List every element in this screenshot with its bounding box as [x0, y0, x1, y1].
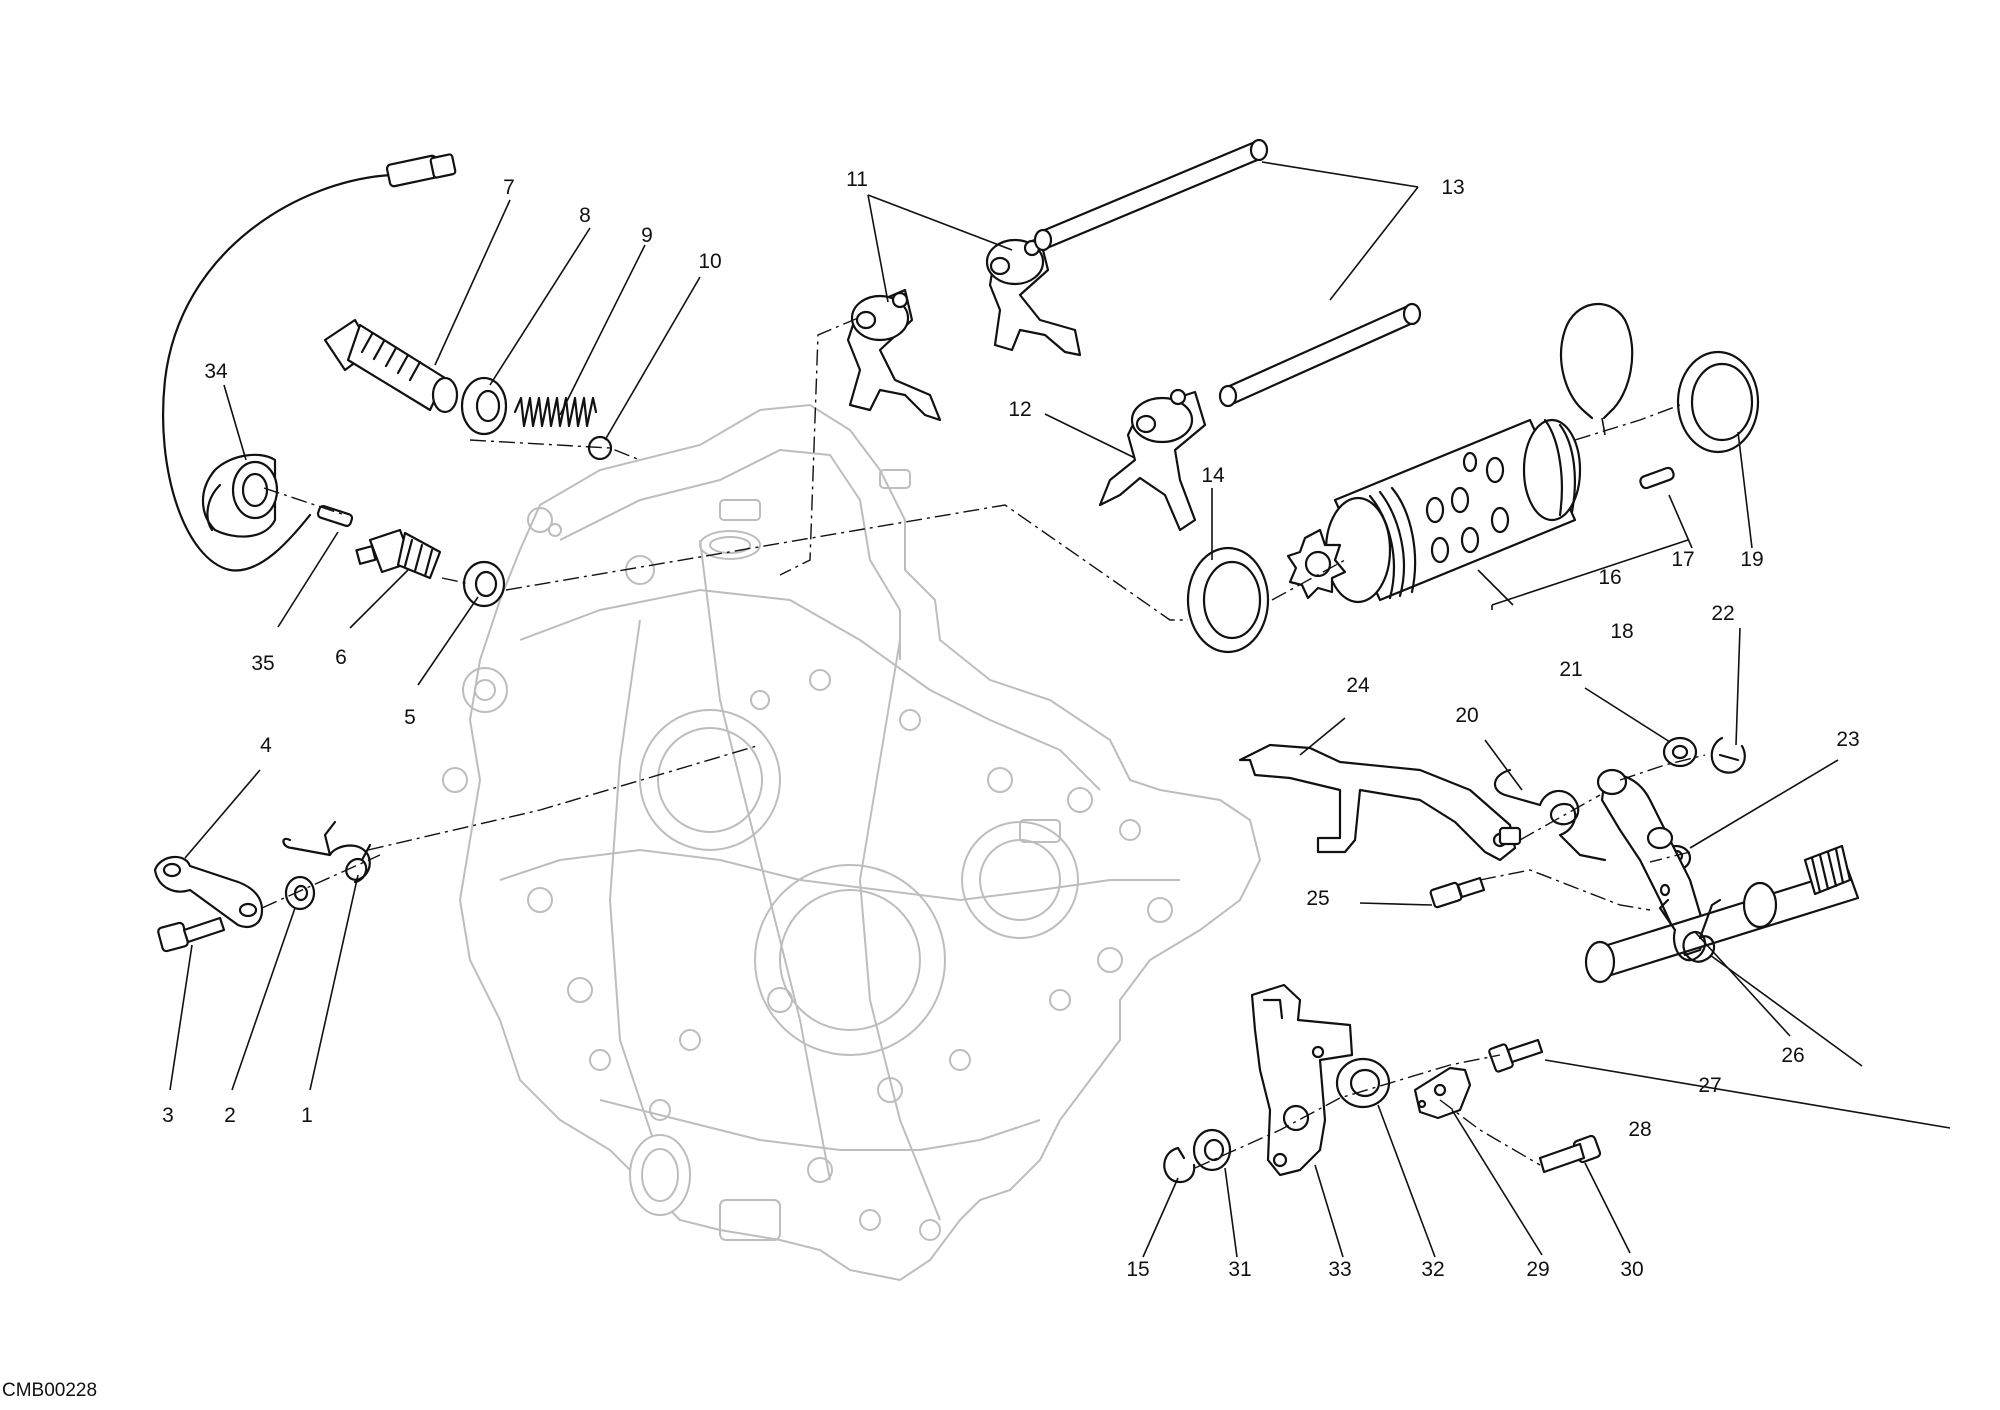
shift-fork-12: [1098, 388, 1207, 532]
callout-9: 9: [641, 224, 653, 247]
circlip-16: [1560, 302, 1634, 420]
callout-3: 3: [162, 1104, 174, 1127]
callout-28: 28: [1628, 1118, 1651, 1141]
callout-27: 27: [1698, 1074, 1721, 1097]
callout-23: 23: [1836, 728, 1859, 751]
fork-shafts-13: [1033, 138, 1422, 408]
callout-15: 15: [1126, 1258, 1149, 1281]
callout-17: 17: [1671, 548, 1694, 571]
shift-forks-11: [846, 236, 1082, 422]
callout-25: 25: [1306, 887, 1329, 910]
washer-31: [1192, 1128, 1232, 1172]
callout-32: 32: [1421, 1258, 1444, 1281]
callout-14: 14: [1201, 464, 1225, 487]
circlip-22: [1710, 736, 1746, 774]
shift-shaft-26: [1584, 768, 1860, 984]
callout-30: 30: [1620, 1258, 1643, 1281]
washer-8: [460, 376, 508, 436]
pin-17: [1639, 466, 1675, 490]
neutral-switch-6: [355, 528, 442, 580]
callout-1: 1: [301, 1104, 313, 1127]
callout-5: 5: [404, 706, 416, 729]
callout-8: 8: [579, 204, 591, 227]
callout-18: 18: [1610, 620, 1633, 643]
callout-2: 2: [224, 1104, 236, 1127]
leader-lines: [169, 161, 1951, 1258]
shim-14: [1186, 546, 1270, 654]
diagram-code: CMB00228: [2, 1380, 97, 1401]
washer-5: [462, 560, 506, 608]
assembly-lines: [261, 317, 1706, 1169]
callout-35: 35: [251, 652, 274, 675]
callout-31: 31: [1228, 1258, 1251, 1281]
shift-bracket-33: [1250, 983, 1354, 1177]
callout-29: 29: [1526, 1258, 1549, 1281]
screw-3: [157, 916, 226, 953]
circlip-15: [1163, 1146, 1196, 1184]
callout-24: 24: [1346, 674, 1370, 697]
callout-34: 34: [204, 360, 228, 383]
spring-1: [282, 820, 372, 884]
callout-7: 7: [503, 176, 515, 199]
screw-25: [1429, 876, 1486, 909]
callout-11: 11: [846, 168, 868, 191]
callout-21: 21: [1559, 658, 1582, 681]
callout-33: 33: [1328, 1258, 1351, 1281]
switch-body: [323, 318, 459, 414]
ratchet-plate-29: [1413, 1066, 1472, 1120]
callout-22: 22: [1711, 602, 1734, 625]
callout-6: 6: [335, 646, 347, 669]
screw-30: [1538, 1134, 1602, 1174]
callout-10: 10: [698, 250, 721, 273]
spring-9: [513, 396, 598, 428]
spring-20: [1494, 768, 1607, 862]
callout-13: 13: [1441, 176, 1464, 199]
parts-layer: [153, 138, 1860, 1184]
shim-19: [1676, 350, 1760, 454]
gear-sensor-cable: [161, 153, 457, 572]
callout-20: 20: [1455, 704, 1478, 727]
shift-plate-24: [1238, 743, 1522, 862]
washer-2: [284, 875, 316, 911]
callout-26: 26: [1781, 1044, 1804, 1067]
callout-16: 16: [1598, 566, 1621, 589]
crankcase-half: [442, 403, 1262, 1282]
screw-28: [1488, 1038, 1544, 1073]
callout-labels: 1 2 3 4 5 6 7 8 9 10 11 12 13 14 15 16 1…: [162, 168, 1860, 1281]
callout-12: 12: [1008, 398, 1031, 421]
washer-32: [1335, 1057, 1391, 1109]
lever-4: [153, 856, 264, 928]
callout-4: 4: [260, 734, 272, 757]
callout-19: 19: [1740, 548, 1763, 571]
selector-drum-18: [1286, 418, 1582, 604]
